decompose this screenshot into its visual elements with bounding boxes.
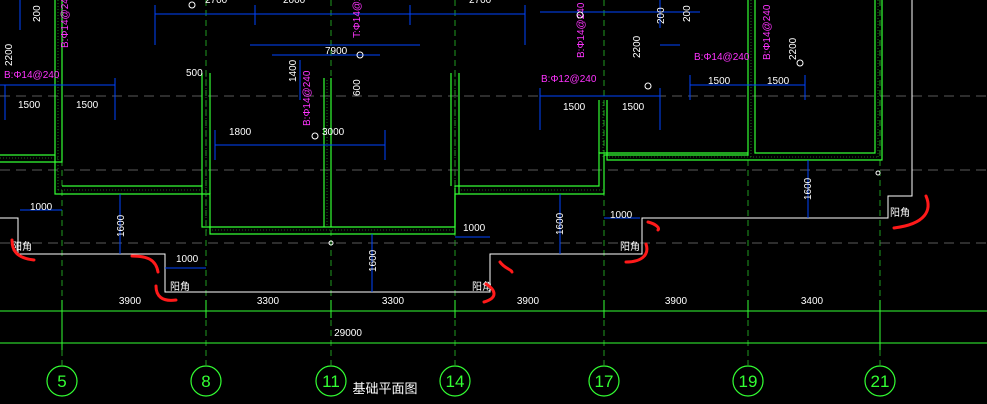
dim-text: 1000 — [610, 210, 633, 221]
dim-text: 1000 — [176, 254, 199, 265]
dim-text: 600 — [352, 79, 363, 96]
span-label: 3300 — [257, 296, 280, 307]
dim-text: 7900 — [325, 46, 348, 57]
axis-label-14: 14 — [446, 372, 465, 391]
dim-text: 200 — [682, 5, 693, 22]
dim-text: 1600 — [368, 249, 379, 272]
dim-text: 1500 — [76, 100, 99, 111]
dim-text: 200 — [32, 5, 43, 22]
drawing-title: 基础平面图 — [352, 381, 417, 396]
rebar-label: B:Φ14@240 — [302, 70, 313, 126]
rebar-label: B:Φ14@240 — [694, 52, 750, 63]
span-label: 3900 — [119, 296, 142, 307]
dim-text: 1500 — [767, 76, 790, 87]
rebar-label: B:Φ14@240 — [60, 0, 71, 48]
dim-text: 200 — [656, 7, 667, 24]
corner-label: 阳角 — [890, 207, 910, 219]
rebar-label: B:Φ14@240 — [762, 4, 773, 60]
node-markers — [188, 1, 881, 246]
dim-text: 2000 — [283, 0, 306, 6]
rebar-label: B:Φ14@240 — [576, 2, 587, 58]
span-label: 3900 — [665, 296, 688, 307]
span-label: 3300 — [382, 296, 405, 307]
foundation-outline — [0, 0, 913, 293]
dim-text: 1600 — [555, 212, 566, 235]
dim-text: 1500 — [708, 76, 731, 87]
dimension-lines — [0, 0, 809, 292]
dim-text: 2200 — [632, 35, 643, 58]
span-label: 3900 — [517, 296, 540, 307]
corner-label: 阳角 — [620, 241, 640, 253]
red-markup-strokes — [10, 194, 930, 304]
span-label: 3400 — [801, 296, 824, 307]
axis-label-19: 19 — [739, 372, 758, 391]
axis-label-11: 11 — [322, 372, 340, 391]
dim-text: 500 — [186, 68, 203, 79]
corner-label: 阳角 — [170, 281, 190, 293]
dim-text: 1800 — [229, 127, 252, 138]
dim-text: 2200 — [788, 37, 799, 60]
dim-text: 1000 — [30, 202, 53, 213]
wall-hatch — [0, 0, 879, 231]
axis-label-8: 8 — [201, 372, 210, 391]
dim-text: 1500 — [18, 100, 41, 111]
dim-text: 1000 — [463, 223, 486, 234]
axis-label-21: 21 — [871, 372, 890, 391]
total-length-label: 29000 — [334, 328, 362, 339]
axis-label-17: 17 — [595, 372, 614, 391]
dim-text: 2700 — [205, 0, 228, 6]
reference-lines — [0, 95, 987, 244]
dim-text: 1500 — [563, 102, 586, 113]
bottom-dimension-chain — [0, 300, 987, 350]
dim-text: 1600 — [116, 214, 127, 237]
rebar-label: B:Φ14@240 — [4, 70, 60, 81]
dim-text: 3000 — [322, 127, 345, 138]
rebar-label: T:Φ14@240 — [352, 0, 363, 38]
corner-label: 阳角 — [12, 241, 32, 253]
dim-text: 2700 — [469, 0, 492, 6]
rebar-label: B:Φ12@240 — [541, 74, 597, 85]
axis-label-5: 5 — [57, 372, 66, 391]
dim-text: 1600 — [803, 177, 814, 200]
dim-text: 1400 — [288, 59, 299, 82]
foundation-walls — [0, 0, 883, 235]
dim-text: 2200 — [4, 43, 15, 66]
dim-text: 1500 — [622, 102, 645, 113]
grid-bubbles — [46, 365, 896, 397]
axis-lines — [61, 0, 881, 365]
